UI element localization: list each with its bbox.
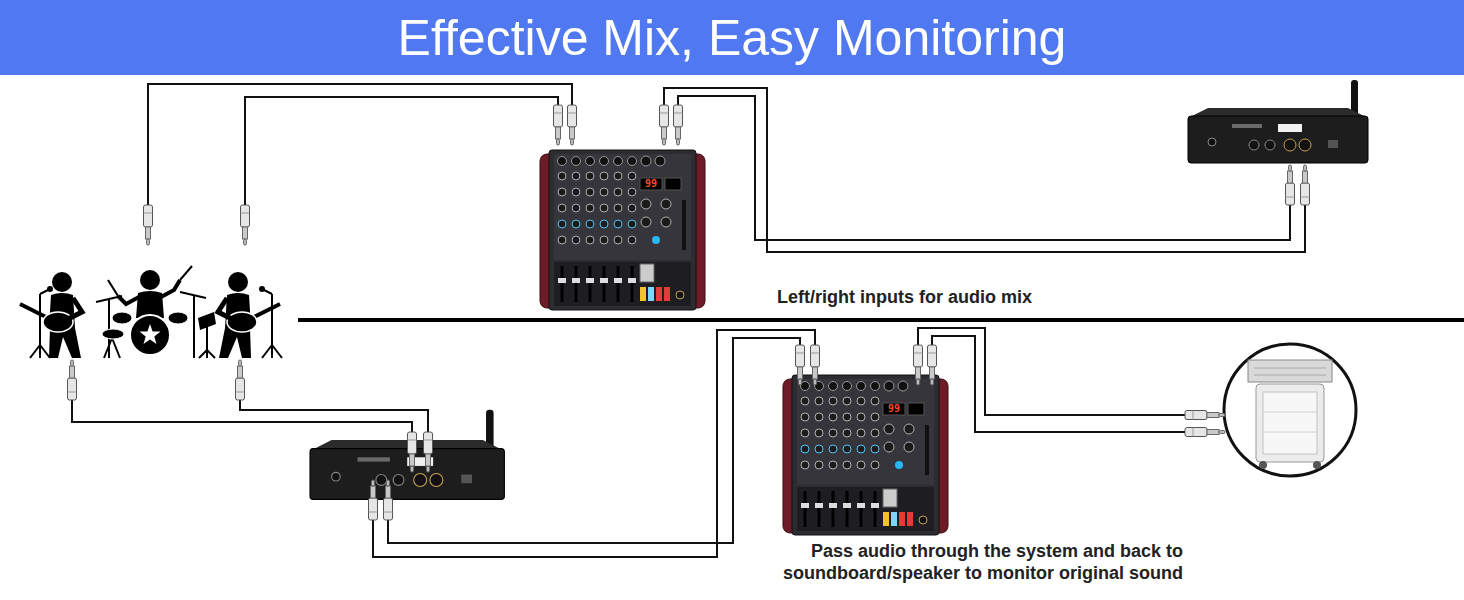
jack-plug bbox=[811, 345, 820, 385]
speaker-amplifier-icon bbox=[1254, 375, 1326, 376]
band-illustration bbox=[206, 324, 208, 358]
band-illustration bbox=[140, 270, 160, 290]
jack-plug bbox=[660, 105, 669, 145]
speaker-amplifier-icon bbox=[1224, 344, 1356, 476]
jack-plug bbox=[68, 105, 1310, 520]
speaker-amplifier-icon bbox=[1259, 461, 1267, 469]
band-illustration bbox=[264, 290, 272, 294]
jack-plug bbox=[1185, 428, 1225, 437]
speaker-amplifier-icon bbox=[1263, 432, 1317, 433]
band-illustration bbox=[30, 345, 40, 358]
jack-plug bbox=[241, 205, 250, 245]
cable bbox=[932, 336, 1185, 432]
band-illustration bbox=[108, 280, 118, 296]
speaker-amplifier-icon bbox=[1263, 392, 1317, 454]
speaker-amplifier-icon bbox=[1313, 461, 1321, 469]
jack-plug bbox=[796, 345, 805, 385]
jack-plug bbox=[1286, 165, 1295, 205]
jack-plug bbox=[408, 432, 417, 472]
cable bbox=[72, 84, 1305, 557]
band-illustration bbox=[130, 315, 170, 355]
speaker-amplifier-icon bbox=[1256, 384, 1324, 462]
band-illustration bbox=[218, 272, 280, 358]
jack-plug bbox=[369, 480, 378, 520]
mixer-console bbox=[783, 375, 948, 535]
band-illustration bbox=[20, 266, 282, 358]
band-illustration bbox=[20, 272, 82, 358]
band-illustration bbox=[40, 290, 48, 294]
band-illustration bbox=[96, 266, 206, 358]
band-illustration bbox=[193, 296, 195, 358]
band-illustration bbox=[30, 290, 282, 358]
cable bbox=[148, 84, 572, 205]
band-illustration bbox=[168, 312, 188, 324]
jack-plug bbox=[568, 105, 577, 145]
band-illustration bbox=[118, 280, 180, 304]
jack-plug bbox=[914, 345, 923, 385]
speaker-amplifier-icon bbox=[1263, 412, 1317, 413]
display-digits: 99 bbox=[883, 403, 905, 415]
jack-plug bbox=[236, 360, 245, 400]
band-illustration bbox=[271, 345, 273, 358]
divider-line bbox=[298, 318, 1464, 322]
wireless-receiver bbox=[1188, 80, 1368, 163]
band-illustration bbox=[199, 350, 207, 358]
band-illustration bbox=[47, 286, 53, 292]
band-illustration bbox=[272, 345, 282, 358]
band-illustration bbox=[112, 338, 120, 358]
band-illustration bbox=[262, 345, 272, 358]
wireless-receiver bbox=[310, 410, 504, 500]
section-note: Left/right inputs for audio mix bbox=[777, 286, 1032, 308]
band-illustration bbox=[136, 291, 164, 318]
section-note: Pass audio through the system and back t… bbox=[723, 540, 1183, 584]
jack-plug bbox=[674, 105, 683, 145]
band-illustration bbox=[112, 312, 132, 324]
jack-plug bbox=[424, 432, 433, 472]
cable bbox=[245, 97, 558, 205]
jack-plug bbox=[1301, 165, 1310, 205]
speaker-amplifier-icon bbox=[1254, 368, 1326, 369]
cable bbox=[240, 400, 428, 432]
band-illustration bbox=[102, 329, 124, 339]
band-illustration bbox=[140, 324, 161, 344]
band-illustration bbox=[271, 294, 273, 345]
speaker-amplifier-icon bbox=[1224, 344, 1356, 476]
band-illustration bbox=[259, 286, 265, 292]
title-bar bbox=[0, 0, 1464, 75]
page-title: Effective Mix, Easy Monitoring bbox=[0, 0, 1464, 75]
jack-plug bbox=[68, 360, 77, 400]
band-illustration bbox=[104, 338, 112, 358]
jack-plug bbox=[144, 205, 153, 245]
band-illustration bbox=[39, 294, 41, 345]
jack-plug bbox=[1185, 411, 1225, 420]
cable bbox=[72, 400, 412, 432]
band-illustration bbox=[161, 280, 180, 297]
band-illustration bbox=[39, 345, 41, 358]
band-illustration bbox=[207, 350, 215, 358]
jack-plug bbox=[384, 480, 393, 520]
jack-plug bbox=[554, 105, 563, 145]
speaker-amplifier-icon bbox=[1248, 360, 1332, 382]
mixer-console bbox=[540, 150, 705, 310]
jack-plug bbox=[928, 345, 937, 385]
cable bbox=[918, 328, 1185, 415]
band-illustration bbox=[40, 345, 50, 358]
display-digits: 99 bbox=[640, 178, 662, 190]
band-illustration bbox=[180, 266, 192, 280]
